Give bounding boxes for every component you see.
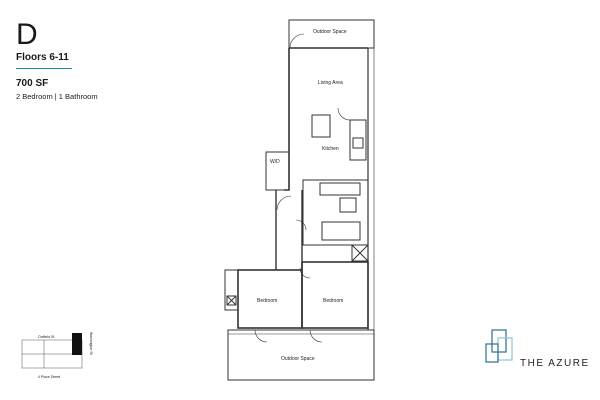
outdoor-bottom-label: Outdoor Space (281, 356, 315, 362)
outdoor-space-bottom (227, 329, 375, 381)
kitchen-island (311, 114, 331, 138)
bedroom-left-label: Bedroom (257, 298, 277, 304)
bedroom-right-label: Bedroom (323, 298, 343, 304)
bedroom-right (301, 261, 369, 329)
living-area-label: Living Area (318, 80, 343, 86)
unit-letter: D (16, 18, 38, 51)
keyplan-street-bottom: 4 Place Street (38, 375, 60, 379)
bed-bath-label: 2 Bedroom | 1 Bathroom (16, 92, 98, 101)
keyplan-street-right: Washington St (89, 332, 93, 355)
accent-divider (16, 68, 72, 69)
keyplan-unit-highlight (72, 333, 82, 355)
brand-name: THE AZURE (520, 358, 590, 369)
azure-logo-icon (485, 329, 513, 363)
kitchen-label: Kitchen (322, 146, 339, 152)
wd-label: W/D (270, 159, 280, 165)
floors-label: Floors 6-11 (16, 52, 69, 63)
keyplan-street-top: Outfield St (38, 335, 54, 339)
square-footage: 700 SF (16, 78, 49, 89)
outdoor-top-label: Outdoor Space (313, 29, 347, 35)
wd-closet (265, 151, 290, 191)
bathroom (302, 179, 369, 246)
